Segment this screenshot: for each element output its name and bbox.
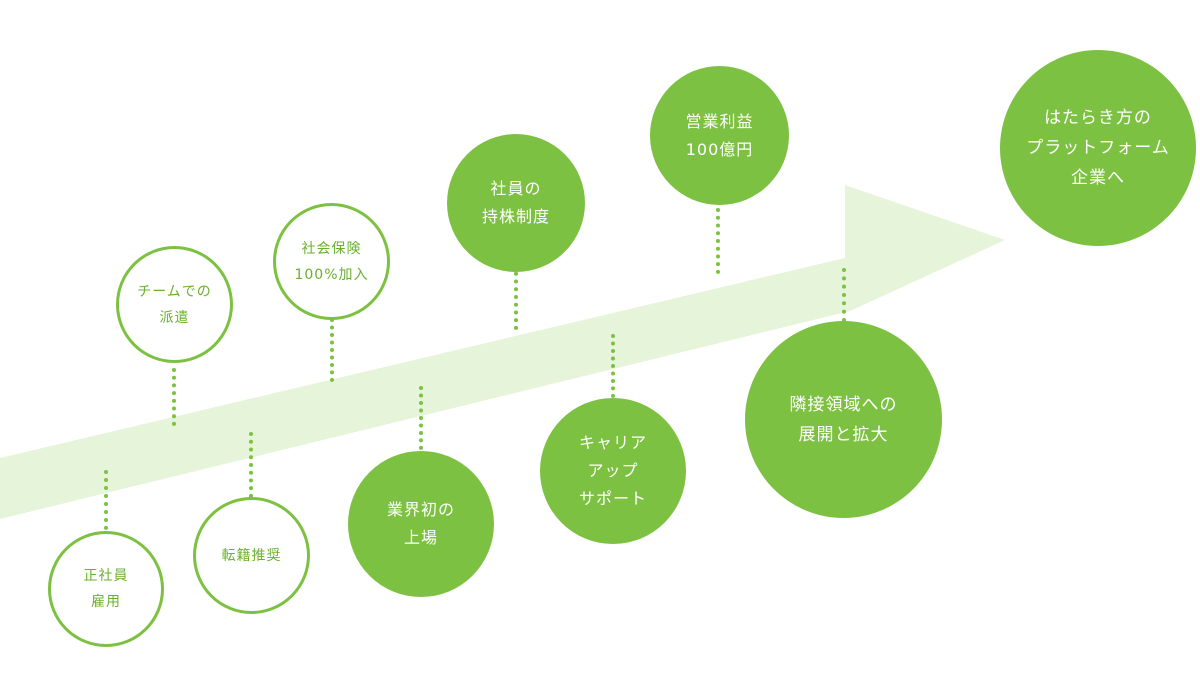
milestone-label-line: キャリア (578, 433, 647, 452)
milestone-shakai-hoken: 社会保険 100%加入 (273, 203, 390, 320)
milestone-label-line: プラットフォーム (1026, 138, 1170, 158)
milestone-label-line: 持株制度 (481, 207, 550, 226)
milestone-label-line: 転籍推奨 (221, 547, 282, 564)
milestone-mochikabu: 社員の 持株制度 (447, 134, 585, 272)
milestone-label-line: 業界初の (386, 500, 455, 519)
milestone-label-line: 100億円 (685, 139, 754, 159)
milestone-label-line: はたらき方の (1044, 108, 1152, 128)
milestone-label-line: 企業へ (1071, 168, 1125, 188)
milestone-label-line: 営業利益 (685, 111, 754, 131)
milestone-label-line: 展開と拡大 (798, 424, 889, 445)
connector-career (611, 334, 619, 398)
milestone-label-line: 社会保険 (301, 240, 362, 257)
milestone-jojo: 業界初の 上場 (348, 451, 494, 597)
milestone-seishain: 正社員 雇用 (48, 531, 164, 647)
milestone-label-line: 隣接領域への (789, 394, 898, 415)
connector-rieki (716, 208, 724, 274)
milestone-label-line: 雇用 (91, 594, 121, 610)
milestone-rieki: 営業利益 100億円 (650, 66, 789, 205)
connector-mochikabu (514, 264, 522, 330)
connector-ryoiki (842, 268, 850, 322)
milestone-label-line: 上場 (403, 528, 438, 547)
connector-team-haken (172, 368, 180, 426)
milestone-label-line: 派遣 (159, 309, 190, 326)
milestone-label-line: 社員の (490, 179, 542, 198)
milestone-career: キャリア アップ サポート (540, 398, 686, 544)
connector-jojo (419, 386, 427, 450)
milestone-label-line: チームでの (137, 283, 212, 300)
milestone-label-line: 正社員 (83, 568, 129, 584)
milestone-label-line: サポート (578, 489, 647, 508)
connector-tenseki (249, 432, 257, 498)
connector-shakai-hoken (330, 318, 338, 382)
milestone-label-line: アップ (587, 461, 639, 480)
milestone-ryoiki: 隣接領域への 展開と拡大 (745, 321, 942, 518)
milestone-team-haken: チームでの 派遣 (116, 246, 233, 363)
milestone-label-line: 100%加入 (294, 266, 369, 283)
milestone-tenseki: 転籍推奨 (193, 497, 310, 614)
milestone-platform: はたらき方の プラットフォーム 企業へ (1000, 50, 1196, 246)
connector-seishain (104, 470, 112, 530)
